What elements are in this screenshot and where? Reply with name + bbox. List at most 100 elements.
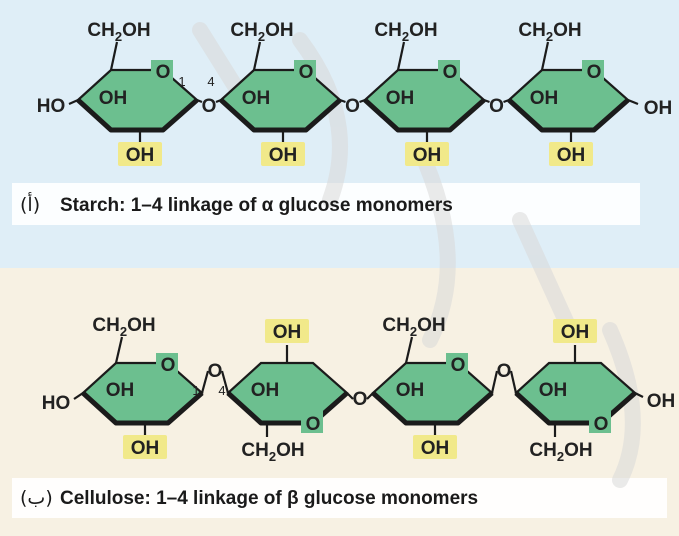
starch-4-oh-bottom: OH (557, 145, 586, 166)
caption-b-box (12, 478, 667, 518)
cellulose-bridge-1-o: O (208, 361, 223, 382)
cellulose-1-oh-bottom: OH (131, 438, 160, 459)
starch-3-ring-front-edge (363, 98, 486, 133)
cellulose-bridge-2-left (346, 392, 354, 400)
starch-3-oh-inner: OH (386, 88, 415, 109)
cellulose-4-ring-o: O (594, 414, 609, 435)
starch-1-oh-bottom-highlight (118, 142, 162, 166)
glucose-rings (76, 60, 637, 433)
starch-3-ch2oh-bond (396, 41, 406, 71)
starch-3-oh-bottom: OH (413, 145, 442, 166)
cellulose-2-ring-front-edge (226, 391, 349, 426)
cellulose-bridge-2-o: O (353, 389, 368, 410)
starch-2-oh-bottom-highlight (261, 142, 305, 166)
cellulose-1-ho: HO (42, 393, 71, 414)
starch-2-ch2oh: CH2OH (230, 20, 293, 44)
starch-bridge-3-o: O (489, 96, 504, 117)
starch-bridge-2-left (339, 98, 346, 104)
cellulose-4-oh-top-highlight (553, 319, 597, 343)
cellulose-link-num-4: 4 (218, 383, 225, 398)
cellulose-1-ho-bond (73, 392, 84, 400)
starch-bridge-1-left (196, 98, 203, 104)
starch-bridge-2-right (359, 98, 366, 104)
cellulose-2-ch2oh: CH2OH (241, 440, 304, 464)
starch-bridge-2-o: O (345, 96, 360, 117)
starch-1-oh-inner: OH (99, 88, 128, 109)
cellulose-1-ring-o: O (161, 355, 176, 376)
cellulose-bridge-1-left (200, 370, 210, 394)
starch-3-ring-o: O (443, 62, 458, 83)
starch-1-ch2oh: CH2OH (87, 20, 150, 44)
starch-4-ring-o-gap (582, 60, 604, 82)
starch-4-oh-bottom-highlight (549, 142, 593, 166)
starch-4-oh-right: OH (644, 98, 673, 119)
cellulose-link-num-1: 1 (192, 383, 199, 398)
cellulose-4-oh-right-bond (634, 392, 644, 398)
starch-1-ring-o-gap (151, 60, 173, 82)
cellulose-3-ring-o-gap (446, 353, 468, 375)
caption-b-letter: (ب) (20, 487, 53, 509)
cellulose-3-oh-bottom: OH (421, 438, 450, 459)
watermark-stroke-4 (512, 212, 578, 338)
starch-4-oh-inner: OH (530, 88, 559, 109)
starch-1-ring-front-edge (76, 98, 199, 133)
cellulose-4-ring-o-gap (589, 411, 611, 433)
starch-1-ho-bond (68, 98, 79, 106)
cellulose-bridge-3-right (509, 370, 518, 394)
starch-1-ring-o: O (156, 62, 171, 83)
cellulose-4-ch2oh: CH2OH (529, 440, 592, 464)
cellulose-3-oh-bottom-highlight (413, 435, 457, 459)
starch-3-ch2oh: CH2OH (374, 20, 437, 44)
cellulose-1-ch2oh-bond (114, 336, 124, 364)
starch-4-ch2oh-bond (540, 41, 550, 71)
starch-1-oh-bottom: OH (126, 145, 155, 166)
caption-a-text: Starch: 1–4 linkage of α glucose monomer… (60, 195, 453, 216)
cellulose-1-oh-bottom-highlight (123, 435, 167, 459)
starch-2-oh-bottom: OH (269, 145, 298, 166)
starch-link-num-4: 4 (207, 74, 214, 89)
cellulose-2-oh-top-highlight (265, 319, 309, 343)
starch-4-ring-o: O (587, 62, 602, 83)
starch-1-ch2oh-bond (109, 41, 119, 71)
cellulose-4-oh-inner: OH (539, 380, 568, 401)
starch-2-ch2oh-bond (252, 41, 262, 71)
cellulose-1-ring-front-edge (81, 391, 204, 426)
starch-4-oh-right-bond (627, 98, 639, 106)
cellulose-bridge-3-left (490, 370, 499, 394)
starch-2-ring-o: O (299, 62, 314, 83)
cellulose-bridge-3-o: O (497, 361, 512, 382)
starch-bridge-1-o: O (202, 96, 217, 117)
starch-bridge-3-left (483, 98, 490, 104)
cellulose-2-oh-top: OH (273, 322, 302, 343)
caption-a-letter: (أ) (20, 192, 40, 216)
starch-link-num-1: 1 (178, 74, 185, 89)
cellulose-1-oh-inner: OH (106, 380, 135, 401)
chemical-labels: OCH2OHOHOHOCH2OHOHOHOCH2OHOHOHOCH2OHOHOH… (37, 20, 676, 464)
cellulose-bridge-2-right (366, 392, 374, 400)
cellulose-3-ring-front-edge (371, 391, 494, 426)
cellulose-3-oh-inner: OH (396, 380, 425, 401)
watermark-stroke-5 (602, 322, 641, 488)
cellulose-3-ring-o: O (451, 355, 466, 376)
starch-2-ring-o-gap (294, 60, 316, 82)
starch-3-oh-bottom-highlight (405, 142, 449, 166)
watermark-stroke-2 (292, 32, 348, 208)
starch-4-ch2oh: CH2OH (518, 20, 581, 44)
starch-4-ring-front-edge (507, 98, 630, 133)
cellulose-2-ring-o-gap (301, 411, 323, 433)
cellulose-4-ring-front-edge (514, 391, 637, 426)
watermark-stroke-3 (412, 142, 456, 348)
cellulose-2-oh-inner: OH (251, 380, 280, 401)
starch-2-ring-front-edge (219, 98, 342, 133)
cellulose-4-oh-right: OH (647, 391, 676, 412)
starch-1-ho: HO (37, 96, 66, 117)
starch-bridge-3-right (503, 98, 510, 104)
cellulose-bridge-1-right (220, 370, 230, 394)
cellulose-1-ch2oh: CH2OH (92, 315, 155, 339)
cellulose-4-oh-top: OH (561, 322, 590, 343)
starch-3-ring-o-gap (438, 60, 460, 82)
starch-2-oh-inner: OH (242, 88, 271, 109)
cellulose-1-ring-o-gap (156, 353, 178, 375)
caption-b-text: Cellulose: 1–4 linkage of β glucose mono… (60, 488, 478, 509)
